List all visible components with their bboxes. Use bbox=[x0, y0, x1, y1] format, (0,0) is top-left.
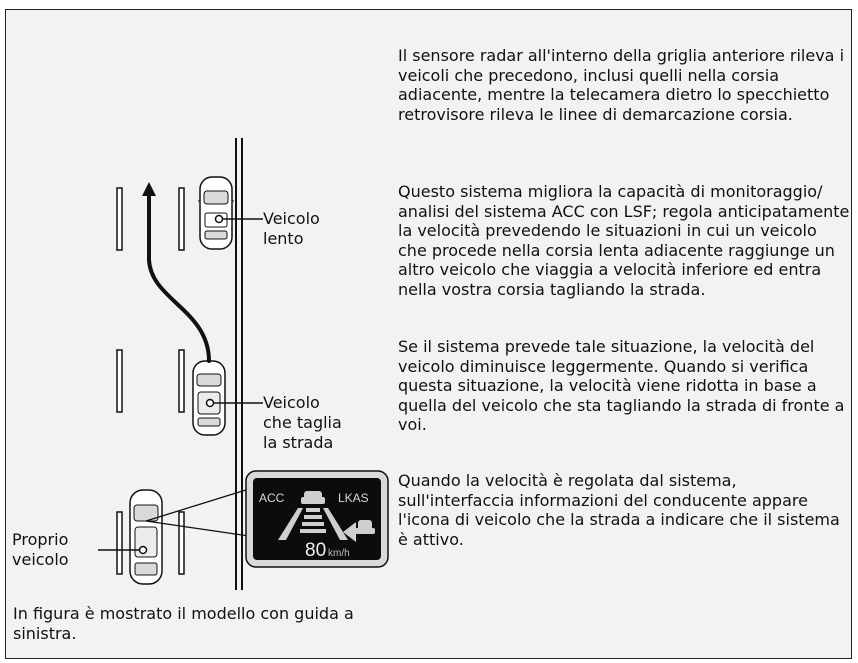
paragraph-system-monitoring: Questo sistema migliora la capacità di m… bbox=[398, 182, 850, 299]
slow-vehicle-label: Veicolo lento bbox=[263, 209, 320, 248]
driver-info-display: ACC LKAS bbox=[245, 470, 389, 568]
lkas-indicator: LKAS bbox=[338, 491, 369, 505]
own-vehicle-label: Proprio veicolo bbox=[12, 530, 69, 569]
radar-cone-lines bbox=[145, 488, 250, 537]
speed-readout: 80 bbox=[305, 540, 326, 561]
paragraph-speed-reduction: Se il sistema prevede tale situazione, l… bbox=[398, 337, 845, 434]
slow-vehicle-car bbox=[198, 176, 234, 250]
road-edge-line bbox=[235, 138, 243, 590]
cutting-vehicle-car bbox=[192, 360, 226, 436]
distance-bars-icon bbox=[300, 508, 326, 533]
lead-car-icon bbox=[301, 491, 325, 504]
lane-lines-icon bbox=[278, 508, 348, 540]
paragraph-radar-sensor: Il sensore radar all'interno della grigl… bbox=[398, 46, 845, 124]
lane-markings bbox=[116, 187, 185, 575]
arrow-head-icon bbox=[142, 182, 156, 196]
speed-unit: km/h bbox=[328, 548, 350, 559]
figure-caption: In figura è mostrato il modello con guid… bbox=[13, 604, 354, 643]
paragraph-display-icon: Quando la velocità è regolata dal sistem… bbox=[398, 471, 840, 549]
content-panel: ACC LKAS bbox=[5, 9, 852, 659]
own-vehicle-car bbox=[129, 489, 163, 585]
cut-in-vehicle-icon bbox=[343, 520, 375, 542]
acc-indicator: ACC bbox=[259, 491, 285, 505]
cutting-vehicle-label: Veicolo che taglia la strada bbox=[263, 393, 342, 452]
lane-change-illustration: ACC LKAS bbox=[98, 138, 389, 590]
callout-lines bbox=[98, 218, 263, 551]
cut-in-path-arrow bbox=[147, 194, 211, 363]
